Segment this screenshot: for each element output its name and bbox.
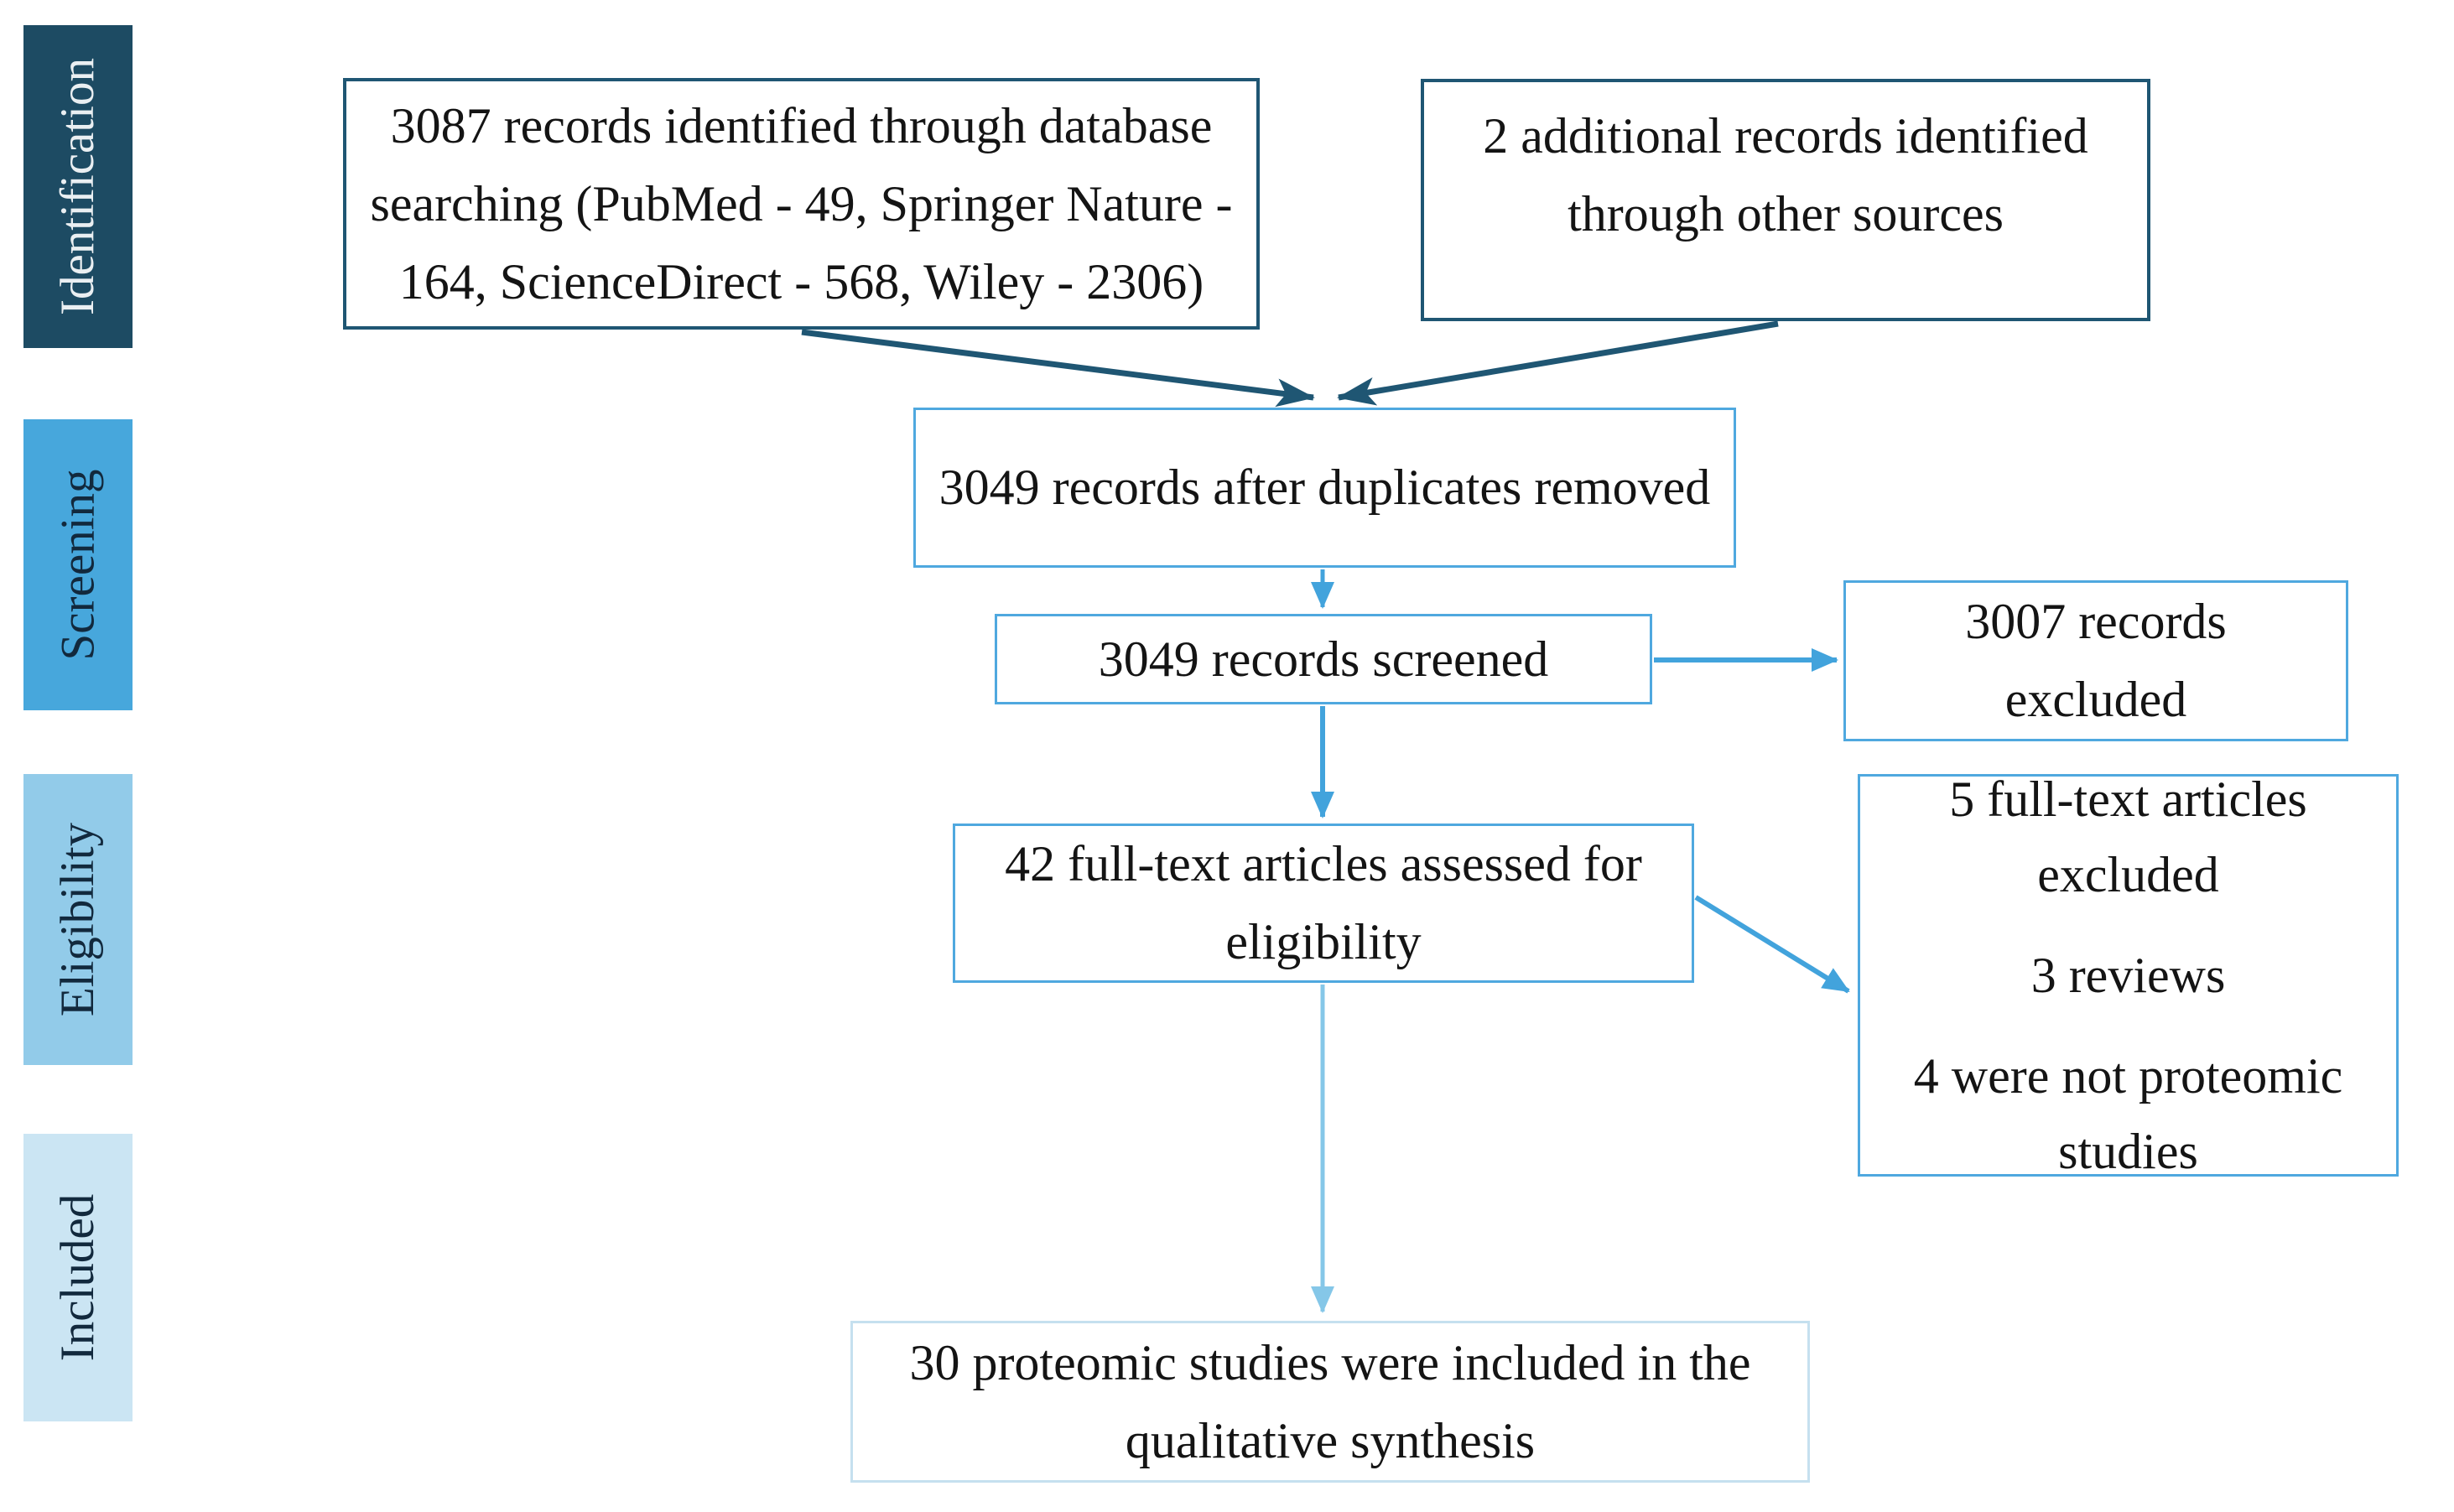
box-fulltext-assessed: 42 full-text articles assessed for eligi… bbox=[953, 824, 1694, 983]
box-after-duplicates-text: 3049 records after duplicates removed bbox=[938, 460, 1711, 515]
box-records-excluded-text: 3007 records excluded bbox=[1965, 594, 2227, 727]
stage-screening-label: Screening bbox=[51, 469, 105, 661]
arrow-database-to-dedup bbox=[801, 329, 1315, 408]
stage-included: Included bbox=[23, 1134, 133, 1421]
box-records-other-sources-text: 2 additional records identified through … bbox=[1483, 107, 2088, 242]
box-fulltext-excluded-line1: 5 full-text articles excluded bbox=[1949, 772, 2307, 902]
box-records-screened-text: 3049 records screened bbox=[1098, 631, 1549, 687]
arrow-other-to-dedup bbox=[1337, 320, 1779, 406]
stage-identification: Identification bbox=[23, 25, 133, 348]
box-records-database-text: 3087 records identified through database… bbox=[370, 97, 1233, 309]
box-records-excluded: 3007 records excluded bbox=[1843, 580, 2348, 741]
stage-screening: Screening bbox=[23, 419, 133, 710]
arrow-fulltext-to-excluded bbox=[1694, 895, 1850, 994]
stage-eligibility-label: Eligibility bbox=[51, 822, 105, 1017]
box-fulltext-excluded-line2: 3 reviews bbox=[2030, 948, 2226, 1003]
box-qualitative-synthesis-text: 30 proteomic studies were included in th… bbox=[909, 1334, 1751, 1468]
box-after-duplicates: 3049 records after duplicates removed bbox=[913, 408, 1736, 568]
box-fulltext-excluded: 5 full-text articles excluded 3 reviews … bbox=[1858, 772, 2399, 1179]
stage-identification-label: Identification bbox=[51, 57, 105, 316]
box-records-other-sources: 2 additional records identified through … bbox=[1421, 79, 2150, 321]
box-records-screened: 3049 records screened bbox=[995, 614, 1652, 704]
stage-eligibility: Eligibility bbox=[23, 774, 133, 1065]
stage-included-label: Included bbox=[51, 1193, 105, 1362]
box-fulltext-excluded-line3: 4 were not proteomic studies bbox=[1913, 1048, 2343, 1179]
box-records-database: 3087 records identified through database… bbox=[343, 78, 1260, 330]
box-fulltext-assessed-text: 42 full-text articles assessed for eligi… bbox=[1005, 836, 1642, 969]
box-qualitative-synthesis: 30 proteomic studies were included in th… bbox=[850, 1321, 1810, 1483]
